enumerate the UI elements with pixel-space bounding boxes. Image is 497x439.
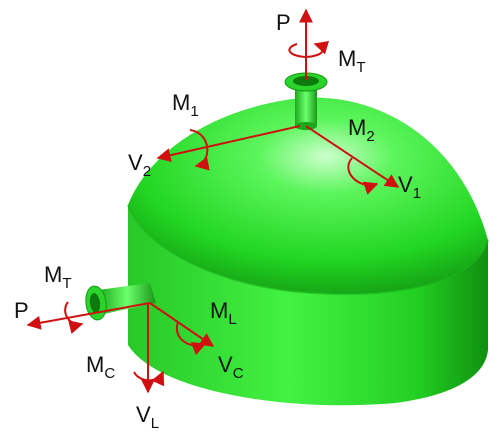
top-m1-moment — [189, 129, 210, 171]
side-nozzle — [85, 283, 156, 321]
top-mt-label: MT — [338, 46, 366, 76]
vessel-knuckle-edge — [127, 204, 489, 295]
top-m2-label: M2 — [348, 115, 375, 145]
top-m2-moment — [347, 157, 379, 195]
side-mc-label: MC — [86, 352, 115, 382]
side-nozzle-pipe — [98, 283, 156, 314]
side-vc-label: VC — [218, 352, 244, 382]
side-ml-moment — [175, 321, 207, 356]
top-v2-label: V2 — [128, 150, 151, 180]
side-ml-label: ML — [210, 298, 237, 328]
top-nozzle-loads — [156, 8, 400, 195]
vessel — [127, 97, 489, 406]
side-p-label: P — [14, 298, 29, 323]
top-m1-label: M1 — [172, 90, 199, 120]
vessel-dome — [128, 97, 488, 295]
side-mt-moment — [64, 301, 84, 334]
top-v1-label: V1 — [398, 172, 421, 202]
top-nozzle-pipe — [295, 82, 317, 126]
top-v2-arrow — [156, 125, 301, 163]
side-mc-moment — [133, 370, 165, 387]
side-p-arrow — [26, 302, 151, 330]
top-mt-moment — [288, 41, 330, 59]
top-v1-arrow — [305, 125, 400, 188]
side-nozzle-loads — [26, 301, 215, 394]
top-p-label: P — [276, 10, 291, 35]
side-mt-label: MT — [44, 262, 72, 292]
side-vl-label: VL — [136, 402, 159, 432]
side-vc-arrow — [149, 302, 215, 347]
